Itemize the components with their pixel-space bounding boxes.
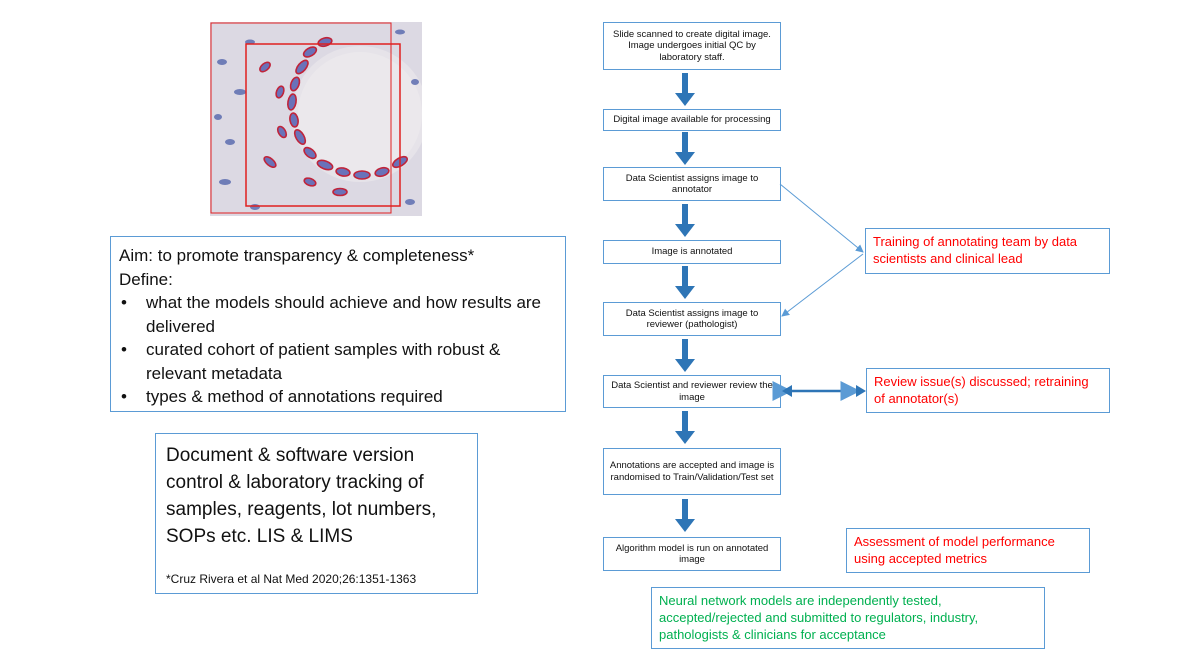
neural-network-note: Neural network models are independently … (651, 587, 1045, 649)
down-arrow-2 (675, 132, 695, 165)
aim-bullet-text: curated cohort of patient samples with r… (146, 340, 501, 383)
bullet-glyph: • (121, 387, 127, 406)
aim-bullet-text: types & method of annotations required (146, 387, 443, 406)
arrow-head-left (782, 385, 792, 397)
document-control-box: Document & software version control & la… (155, 433, 478, 594)
histology-micrograph (210, 22, 422, 216)
aim-bullet-list: • what the models should achieve and how … (119, 291, 557, 409)
connector-to-training (779, 183, 864, 253)
aim-box: Aim: to promote transparency & completen… (110, 236, 566, 412)
review-note: Review issue(s) discussed; retraining of… (866, 368, 1110, 413)
arrow-head-right (856, 385, 866, 397)
flow-step-text: Algorithm model is run on annotated imag… (615, 542, 769, 566)
aim-bullet: • what the models should achieve and how … (119, 291, 557, 338)
flow-step-text: Digital image available for processing (613, 114, 771, 126)
aim-bullet-text: what the models should achieve and how r… (146, 293, 542, 336)
down-arrow-6 (675, 411, 695, 444)
micrograph-image (210, 22, 422, 216)
down-arrow-7 (675, 499, 695, 532)
bullet-glyph: • (121, 340, 127, 359)
flow-step-5: Data Scientist assigns image to reviewer… (603, 302, 781, 336)
aim-bullet: • types & method of annotations required (119, 385, 557, 409)
flow-step-1: Slide scanned to create digital image. I… (603, 22, 781, 70)
flow-step-text: Slide scanned to create digital image. I… (613, 28, 771, 63)
flow-step-2: Digital image available for processing (603, 109, 781, 131)
flow-step-text: Data Scientist assigns image to annotato… (625, 172, 759, 196)
aim-title: Aim: to promote transparency & completen… (119, 246, 475, 265)
flow-step-text: Image is annotated (651, 246, 733, 258)
reference-citation: *Cruz Rivera et al Nat Med 2020;26:1351-… (166, 572, 417, 586)
aim-bullet: • curated cohort of patient samples with … (119, 338, 557, 385)
flow-step-text: Annotations are accepted and image is ra… (609, 460, 775, 483)
document-control-text: Document & software version control & la… (166, 445, 437, 547)
flow-step-7: Annotations are accepted and image is ra… (603, 448, 781, 495)
aim-define: Define: (119, 269, 173, 289)
training-note: Training of annotating team by data scie… (865, 228, 1110, 274)
flow-step-text: Data Scientist and reviewer review the i… (611, 380, 773, 403)
connector-from-training (781, 253, 864, 317)
flow-step-3: Data Scientist assigns image to annotato… (603, 167, 781, 201)
assessment-note: Assessment of model performance using ac… (846, 528, 1090, 573)
down-arrow-1 (675, 73, 695, 106)
flow-step-4: Image is annotated (603, 240, 781, 264)
flow-step-text: Data Scientist assigns image to reviewer… (625, 307, 759, 331)
flow-step-8: Algorithm model is run on annotated imag… (603, 537, 781, 571)
down-arrow-5 (675, 339, 695, 372)
down-arrow-3 (675, 204, 695, 237)
down-arrow-4 (675, 266, 695, 299)
bullet-glyph: • (121, 293, 127, 312)
flow-step-6: Data Scientist and reviewer review the i… (603, 375, 781, 408)
